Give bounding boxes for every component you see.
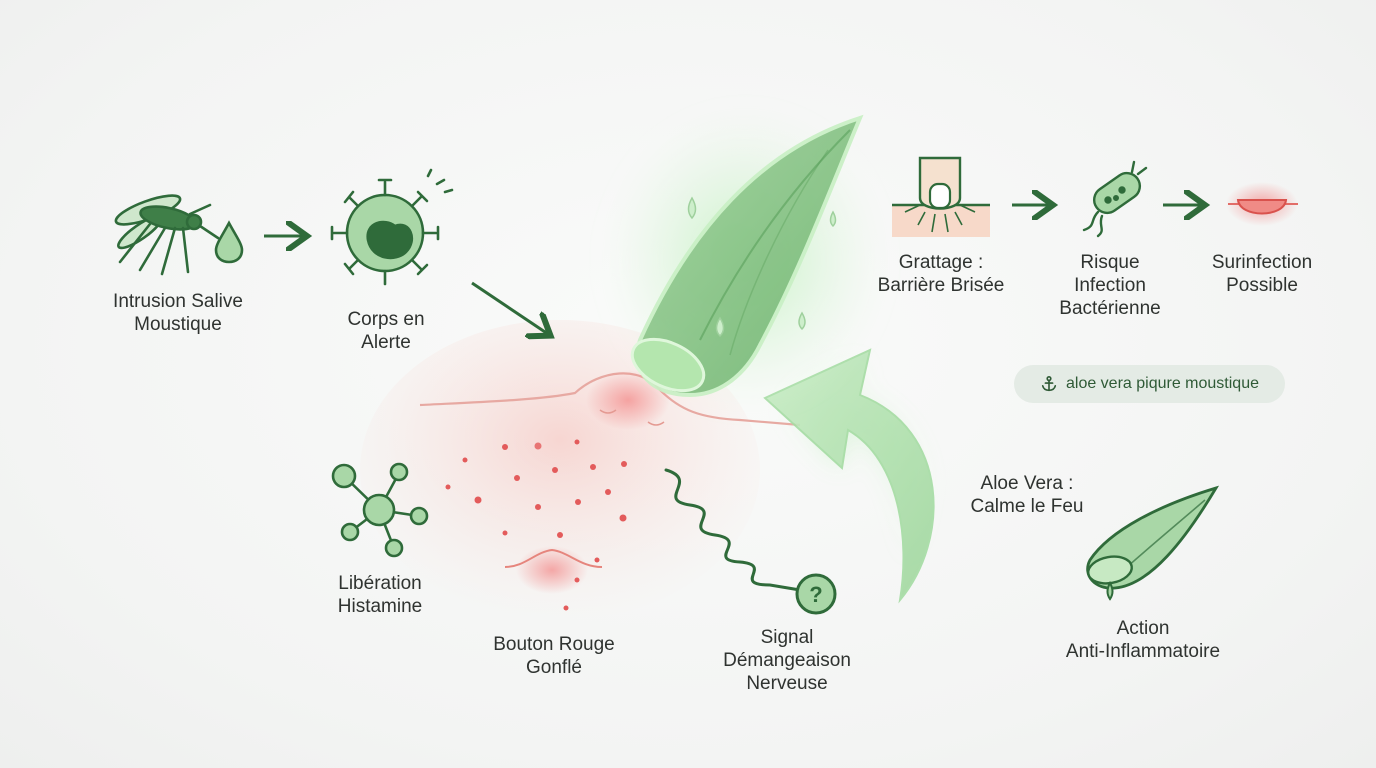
bacterium-icon bbox=[1082, 160, 1148, 238]
aloe-calming-arrow bbox=[763, 348, 935, 604]
skin-section bbox=[360, 320, 801, 620]
keyword-tag-text: aloe vera piqure moustique bbox=[1065, 375, 1259, 392]
nerve-signal-icon: ? bbox=[664, 468, 837, 615]
mosquito-icon bbox=[114, 194, 220, 276]
saliva-drop-icon bbox=[214, 220, 244, 264]
label-grattage: Grattage :Barrière Brisée bbox=[877, 252, 1005, 296]
histamine-particles bbox=[445, 439, 627, 611]
scratching-finger-icon bbox=[892, 156, 990, 237]
immune-cell-icon bbox=[330, 168, 454, 286]
svg-text:?: ? bbox=[809, 582, 822, 607]
histamine-molecule-icon bbox=[331, 462, 429, 558]
keyword-tag[interactable]: aloe vera piqure moustique bbox=[1014, 365, 1285, 403]
anchor-icon bbox=[1041, 375, 1057, 392]
red-bump-icon bbox=[504, 546, 603, 594]
infected-wound-icon bbox=[1226, 182, 1298, 226]
flow-arrow-2 bbox=[471, 281, 548, 334]
aloe-leaf-small-icon bbox=[1086, 485, 1220, 601]
aloe-leaf-large-icon bbox=[605, 110, 885, 410]
label-aloe-vera: Aloe Vera :Calme le Feu bbox=[970, 473, 1084, 517]
